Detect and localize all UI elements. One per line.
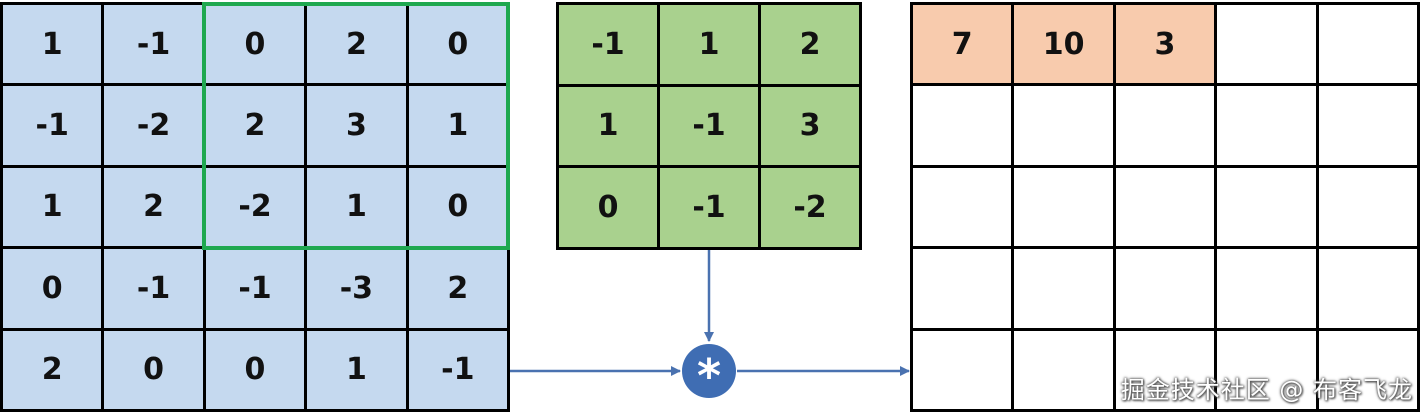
input-cell: 0 bbox=[205, 330, 305, 409]
output-cell bbox=[913, 330, 1012, 409]
output-cell bbox=[1217, 167, 1316, 247]
watermark-text: 掘金技术社区 @ 布客飞龙 bbox=[1120, 376, 1413, 404]
input-cell: -1 bbox=[3, 86, 102, 165]
output-cell bbox=[1115, 330, 1215, 409]
input-cell: 0 bbox=[3, 249, 102, 328]
input-cell: 0 bbox=[205, 5, 305, 84]
output-cell bbox=[913, 249, 1012, 328]
input-cell: 0 bbox=[408, 5, 507, 84]
input-cell: -3 bbox=[307, 249, 406, 328]
input-cell: -1 bbox=[205, 249, 305, 328]
kernel-cell: -1 bbox=[660, 168, 758, 247]
output-cell bbox=[1217, 86, 1316, 165]
output-cell bbox=[1014, 167, 1113, 247]
output-cell bbox=[1217, 5, 1316, 84]
output-cell bbox=[913, 167, 1012, 247]
operator-symbol: * bbox=[697, 349, 721, 403]
output-cell: 7 bbox=[913, 5, 1012, 84]
input-cell: 2 bbox=[307, 5, 406, 84]
input-cell: 1 bbox=[307, 330, 406, 409]
output-cell bbox=[913, 86, 1012, 165]
input-cell: -1 bbox=[104, 249, 203, 328]
kernel-cell: -1 bbox=[559, 5, 657, 84]
input-cell: -2 bbox=[205, 167, 305, 247]
kernel-matrix: -1 1 2 1 -1 3 0 -1 -2 bbox=[556, 2, 862, 250]
kernel-cell: 0 bbox=[559, 168, 657, 247]
output-cell bbox=[1318, 86, 1417, 165]
input-cell: 0 bbox=[408, 167, 507, 247]
input-cell: 2 bbox=[3, 330, 102, 409]
output-cell bbox=[1318, 249, 1417, 328]
output-cell: 3 bbox=[1115, 5, 1215, 84]
input-cell: 1 bbox=[307, 167, 406, 247]
output-cell bbox=[1014, 249, 1113, 328]
input-matrix: 1 -1 0 2 0 -1 -2 2 3 1 1 2 -2 1 0 0 -1 -… bbox=[0, 2, 510, 412]
input-cell: 2 bbox=[408, 249, 507, 328]
output-cell bbox=[1115, 249, 1215, 328]
output-cell: 10 bbox=[1014, 5, 1113, 84]
output-cell bbox=[1014, 86, 1113, 165]
output-cell bbox=[1014, 330, 1113, 409]
kernel-cell: -1 bbox=[660, 86, 758, 166]
convolution-operator-icon bbox=[682, 344, 736, 398]
input-cell: 2 bbox=[205, 86, 305, 165]
kernel-cell: -2 bbox=[761, 168, 859, 247]
output-cell bbox=[1318, 167, 1417, 247]
input-cell: 1 bbox=[3, 167, 102, 247]
input-cell: -1 bbox=[104, 5, 203, 84]
input-cell: 2 bbox=[104, 167, 203, 247]
input-cell: 1 bbox=[3, 5, 102, 84]
kernel-cell: 2 bbox=[761, 5, 859, 84]
kernel-cell: 3 bbox=[761, 86, 859, 166]
input-cell: -2 bbox=[104, 86, 203, 165]
kernel-cell: 1 bbox=[559, 86, 657, 166]
input-cell: 3 bbox=[307, 86, 406, 165]
output-cell bbox=[1217, 330, 1316, 409]
input-cell: 1 bbox=[408, 86, 507, 165]
output-matrix: 7 10 3 bbox=[910, 2, 1420, 412]
output-cell bbox=[1115, 86, 1215, 165]
output-cell bbox=[1318, 330, 1417, 409]
output-cell bbox=[1115, 167, 1215, 247]
input-cell: 0 bbox=[104, 330, 203, 409]
output-cell bbox=[1318, 5, 1417, 84]
output-cell bbox=[1217, 249, 1316, 328]
kernel-cell: 1 bbox=[660, 5, 758, 84]
input-cell: -1 bbox=[408, 330, 507, 409]
